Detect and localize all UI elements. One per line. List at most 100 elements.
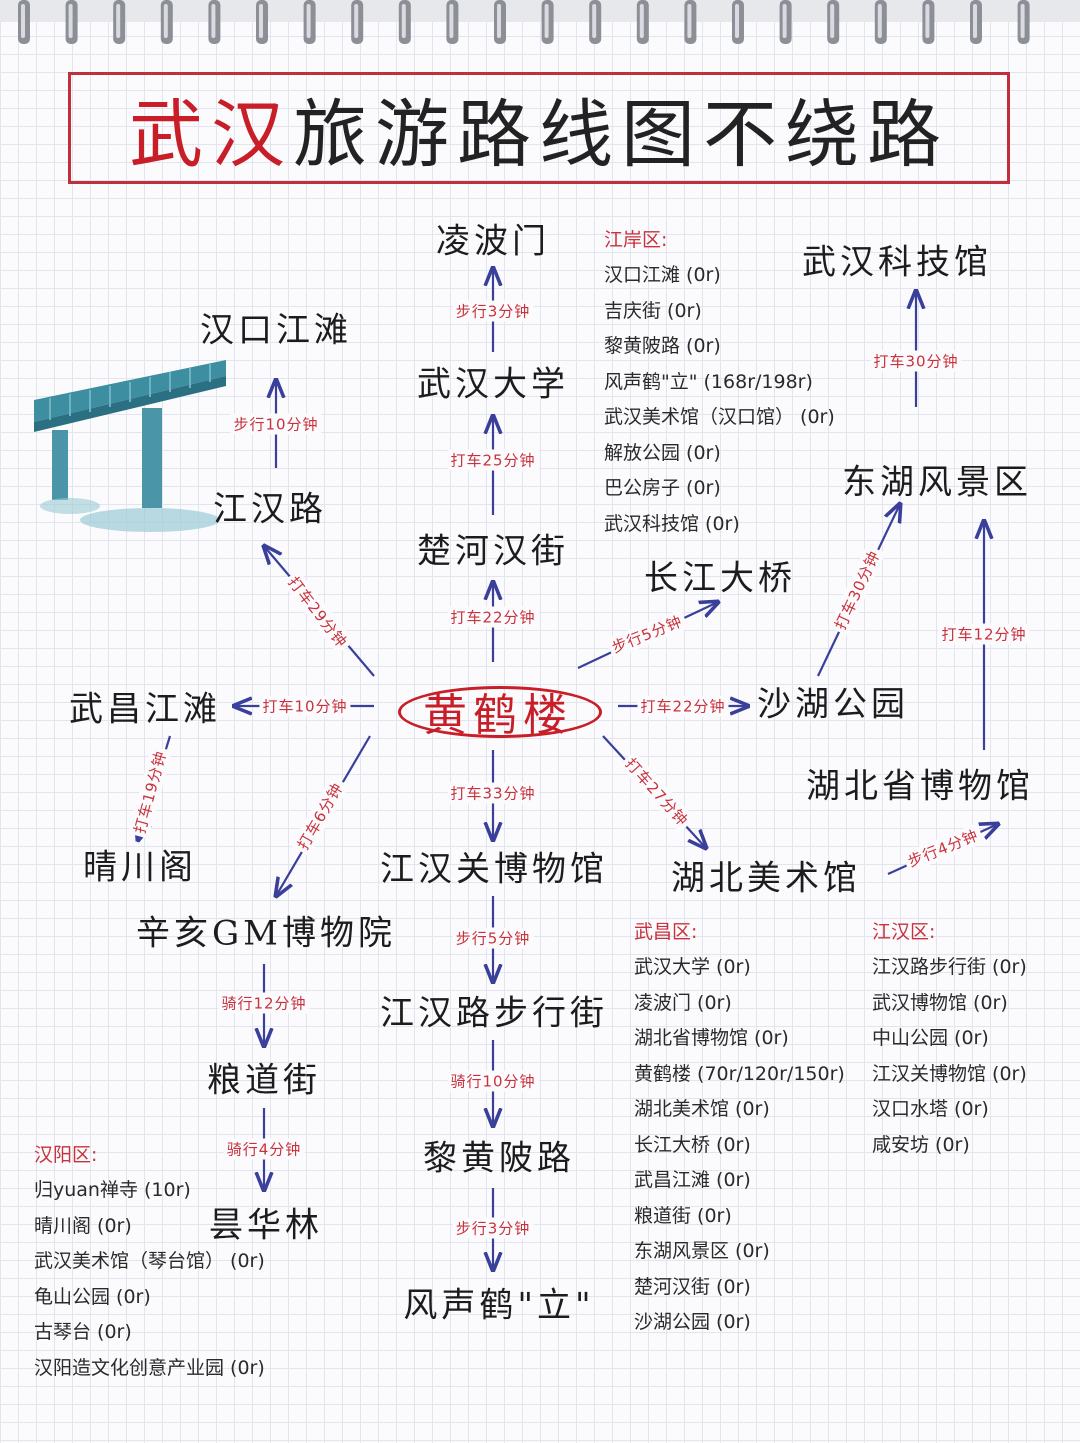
price-list-hanyang: 汉阳区: 归yuan禅寺 (10r) 晴川阁 (0r) 武汉美术馆（琴台馆） (0r… [34,1140,265,1386]
spiral-ring-shine [116,4,121,38]
spiral-ring-shine [592,4,597,38]
price-list-item: 咸安坊 (0r) [872,1133,970,1156]
district-title: 江岸区: [604,229,668,251]
node-hbbwg[interactable]: 湖北省博物馆 [806,766,1034,807]
spiral-ring-shine [782,4,787,38]
edge-label-e14: 步行3分钟 [452,1217,534,1239]
node-ldj[interactable]: 粮道街 [207,1060,321,1101]
spiral-ring-shine [925,4,930,38]
node-jhg[interactable]: 江汉关博物馆 [380,849,608,890]
node-xh[interactable]: 辛亥GM博物院 [136,913,396,954]
node-thl[interactable]: 昙华林 [209,1205,323,1246]
node-whdx[interactable]: 武汉大学 [417,364,569,405]
spiral-ring-shine [259,4,263,38]
edge-label-e13: 骑行10分钟 [447,1070,539,1092]
price-list-wuchang: 武昌区: 武汉大学 (0r) 凌波门 (0r) 湖北省博物馆 (0r) 黄鹤楼 (70… [634,917,845,1341]
edge-label-e4: 步行10分钟 [230,413,322,435]
price-list-item: 黎黄陂路 (0r) [604,335,721,357]
node-wcjt[interactable]: 武昌江滩 [69,689,221,730]
price-list-item: 凌波门 (0r) [634,991,732,1014]
district-title: 武昌区: [634,921,698,943]
price-list-item: 粮道街 (0r) [634,1204,732,1227]
edge-label-e20: 打车12分钟 [938,623,1030,645]
price-list-item: 黄鹤楼 (70r/120r/150r) [634,1062,845,1085]
price-list-item: 沙湖公园 (0r) [634,1311,751,1333]
price-list-item: 武昌江滩 (0r) [634,1169,751,1191]
bridge-illustration [34,360,226,532]
node-chjj[interactable]: 楚河汉街 [417,531,569,572]
price-list-item: 楚河汉街 (0r) [634,1275,751,1298]
price-list-item: 长江大桥 (0r) [634,1133,751,1156]
price-list-item: 中山公园 (0r) [872,1027,989,1049]
price-list-item: 汉口江滩 (0r) [604,264,721,286]
district-title: 汉阳区: [34,1144,98,1166]
price-list-item: 湖北美术馆 (0r) [634,1098,770,1120]
binding-strip [0,0,1080,22]
spiral-ring-shine [973,4,977,38]
edge-label-e12: 步行5分钟 [452,927,534,949]
node-dhfj[interactable]: 东湖风景区 [842,462,1032,503]
edge-label-e2: 打车25分钟 [447,449,539,471]
edge-label-e1: 步行3分钟 [452,300,534,322]
spiral-ring-shine [735,4,739,38]
edge-label-e21: 打车30分钟 [870,350,962,372]
edge-label-e16: 打车22分钟 [637,695,729,717]
price-list-item: 晴川阁 (0r) [34,1214,132,1237]
price-list-item: 风声鹤"立" (168r/198r) [604,370,813,393]
spiral-ring-shine [163,4,168,38]
page-title: 武汉旅游路线图不绕路 [68,72,1010,184]
edge-label-e10: 骑行4分钟 [223,1138,305,1160]
price-list-item: 武汉大学 (0r) [634,956,751,978]
price-list-item: 龟山公园 (0r) [34,1285,151,1308]
spiral-ring-shine [1020,4,1025,38]
price-list-item: 吉庆街 (0r) [604,299,702,322]
node-whkjg[interactable]: 武汉科技馆 [802,242,992,283]
spiral-ring-shine [687,4,692,38]
spiral-ring-shine [449,4,454,38]
node-fsh[interactable]: 风声鹤"立" [403,1285,595,1326]
node-linbomen[interactable]: 凌波门 [436,221,550,262]
spiral-ring-shine [877,4,882,38]
price-list-item: 武汉博物馆 (0r) [872,991,1008,1014]
node-hbms[interactable]: 湖北美术馆 [671,858,861,899]
district-title: 江汉区: [872,921,936,943]
price-list-item: 江汉路步行街 (0r) [872,956,1027,978]
price-list-item: 古琴台 (0r) [34,1321,132,1343]
edge-label-e3: 打车22分钟 [447,606,539,628]
spiral-ring-shine [544,4,549,38]
price-list-jiangan: 江岸区: 汉口江滩 (0r) 吉庆街 (0r) 黎黄陂路 (0r) 风声鹤"立" (1… [604,225,835,542]
node-shgy[interactable]: 沙湖公园 [757,684,909,725]
center-highlight-ellipse [398,686,602,738]
price-list-item: 武汉科技馆 (0r) [604,512,740,535]
price-list-item: 武汉美术馆（琴台馆） (0r) [34,1250,265,1272]
price-list-item: 解放公园 (0r) [604,441,721,464]
node-cjdq[interactable]: 长江大桥 [644,558,796,599]
price-list-item: 江汉关博物馆 (0r) [872,1062,1027,1085]
title-main: 旅游路线图不绕路 [293,91,949,178]
edge-label-e11: 打车33分钟 [447,782,539,804]
spiral-ring-shine [830,4,835,38]
spiral-ring-shine [211,4,216,38]
price-list-item: 归yuan禅寺 (10r) [34,1179,191,1201]
price-list-item: 汉口水塔 (0r) [872,1098,989,1120]
title-city: 武汉 [129,91,293,178]
center-node-huanghelou[interactable]: 黄鹤楼 [423,690,573,741]
node-lhpl[interactable]: 黎黄陂路 [423,1138,575,1179]
node-qcg[interactable]: 晴川阁 [83,847,197,888]
spiral-ring-shine [401,4,406,38]
edge-label-e6: 打车10分钟 [259,695,351,717]
price-list-item: 湖北省博物馆 (0r) [634,1027,789,1049]
spiral-ring-shine [354,4,359,38]
price-list-item: 东湖风景区 (0r) [634,1240,770,1262]
spiral-ring-shine [21,4,25,38]
node-jhlbxj[interactable]: 江汉路步行街 [380,993,608,1034]
price-list-jianghan: 江汉区: 江汉路步行街 (0r) 武汉博物馆 (0r) 中山公园 (0r) 江汉关博物… [872,917,1027,1163]
price-list-item: 武汉美术馆（汉口馆） (0r) [604,406,835,428]
spiral-ring-shine [639,4,644,38]
node-jhl[interactable]: 江汉路 [213,489,327,530]
price-list-item: 汉阳造文化创意产业园 (0r) [34,1356,265,1379]
notebook-spiral-binding [0,0,1080,44]
edge-label-e9: 骑行12分钟 [218,992,310,1014]
node-hkjt[interactable]: 汉口江滩 [200,310,352,351]
spiral-ring-shine [68,4,73,38]
